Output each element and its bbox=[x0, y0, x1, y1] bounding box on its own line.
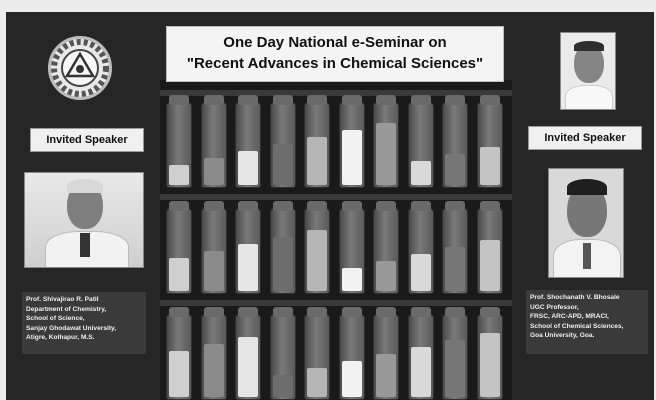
vial-image bbox=[442, 95, 468, 188]
left-speaker-caption: Prof. Shivajirao R. Patil Department of … bbox=[22, 292, 146, 354]
vial-image bbox=[442, 201, 468, 294]
vial-image bbox=[200, 95, 227, 188]
vial-image bbox=[407, 307, 434, 400]
vial-image bbox=[235, 201, 261, 294]
right-caption-line: FRSC, ARC-APD, MRACI, bbox=[530, 313, 609, 321]
right-caption-line: School of Chemical Sciences, bbox=[530, 322, 624, 330]
left-caption-line: Prof. Shivajirao R. Patil bbox=[26, 296, 99, 303]
right-caption-line: UGC Professor, bbox=[530, 303, 579, 311]
right-caption-line: Goa University, Goa. bbox=[530, 332, 595, 340]
vial-image bbox=[166, 307, 192, 400]
vial-image bbox=[338, 95, 365, 188]
vial-shelves-image bbox=[160, 80, 512, 400]
vial-image bbox=[373, 201, 399, 294]
seminar-title-line2: "Recent Advances in Chemical Sciences" bbox=[186, 55, 484, 72]
vial-image bbox=[235, 307, 261, 400]
vial-image bbox=[304, 95, 330, 188]
left-caption-line: Sanjay Ghodawat University, bbox=[26, 324, 117, 332]
left-caption-line: Department of Chemistry, bbox=[26, 305, 107, 313]
left-caption-line: Atigre, Kolhapur, M.S. bbox=[26, 334, 95, 342]
vial-image bbox=[476, 201, 503, 294]
vial-image bbox=[338, 201, 365, 294]
right-caption-line: Prof. Shochanath V. Bhosale bbox=[530, 294, 620, 301]
right-invited-speaker-label: Invited Speaker bbox=[528, 126, 642, 150]
right-top-speaker-photo bbox=[560, 32, 616, 110]
vial-image bbox=[304, 307, 330, 400]
vial-image bbox=[407, 95, 434, 188]
vial-image bbox=[338, 307, 365, 400]
right-speaker-caption: Prof. Shochanath V. Bhosale UGC Professo… bbox=[526, 290, 648, 354]
university-logo bbox=[48, 36, 112, 100]
vial-image bbox=[200, 307, 227, 400]
vial-image bbox=[269, 307, 296, 400]
vial-image bbox=[200, 201, 227, 294]
vial-image bbox=[442, 307, 468, 400]
vial-image bbox=[269, 95, 296, 188]
left-caption-line: School of Science, bbox=[26, 315, 85, 323]
left-invited-speaker-label: Invited Speaker bbox=[30, 128, 144, 152]
seminar-title-box: One Day National e-Seminar on "Recent Ad… bbox=[166, 26, 504, 82]
vial-image bbox=[166, 201, 192, 294]
seminar-title-line1: One Day National e-Seminar on bbox=[223, 34, 447, 51]
right-speaker-photo bbox=[548, 168, 624, 278]
vial-image bbox=[407, 201, 434, 294]
vial-image bbox=[304, 201, 330, 294]
vial-image bbox=[269, 201, 296, 294]
vial-image bbox=[235, 95, 261, 188]
vial-image bbox=[166, 95, 192, 188]
left-speaker-photo bbox=[24, 172, 144, 268]
vial-image bbox=[476, 307, 503, 400]
vial-image bbox=[476, 95, 503, 188]
vial-image bbox=[373, 307, 399, 400]
vial-image bbox=[373, 95, 399, 188]
